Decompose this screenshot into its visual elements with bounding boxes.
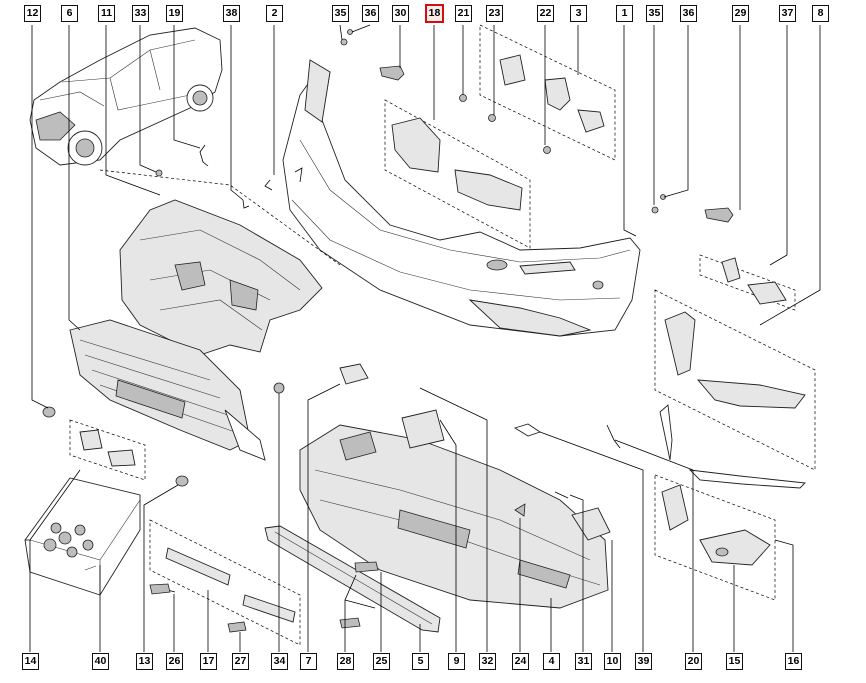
callout-3[interactable]: 3 — [570, 5, 587, 22]
engine-undertray — [299, 424, 609, 609]
callout-4[interactable]: 4 — [543, 653, 560, 670]
callout-8[interactable]: 8 — [812, 5, 829, 22]
callout-38[interactable]: 38 — [223, 5, 240, 22]
callout-36-top-left[interactable]: 36 — [362, 5, 379, 22]
callout-37[interactable]: 37 — [779, 5, 796, 22]
callout-28[interactable]: 28 — [337, 653, 354, 670]
callout-5[interactable]: 5 — [412, 653, 429, 670]
callout-7[interactable]: 7 — [300, 653, 317, 670]
bumper-side-brackets — [479, 24, 616, 161]
callout-27[interactable]: 27 — [232, 653, 249, 670]
right-side-trims — [513, 254, 816, 601]
callout-40[interactable]: 40 — [92, 653, 109, 670]
callout-11[interactable]: 11 — [98, 5, 115, 22]
callout-32[interactable]: 32 — [479, 653, 496, 670]
callout-1[interactable]: 1 — [616, 5, 633, 22]
callout-21[interactable]: 21 — [455, 5, 472, 22]
callout-12[interactable]: 12 — [24, 5, 41, 22]
upper-cross-member — [99, 169, 341, 356]
callout-30[interactable]: 30 — [392, 5, 409, 22]
callout-29[interactable]: 29 — [732, 5, 749, 22]
callout-36-top-right[interactable]: 36 — [680, 5, 697, 22]
vehicle-thumbnail — [29, 27, 223, 166]
bumper-absorber-set — [384, 99, 531, 249]
callout-18-highlighted[interactable]: 18 — [425, 4, 444, 23]
callout-35-top-left[interactable]: 35 — [332, 5, 349, 22]
callout-15[interactable]: 15 — [726, 653, 743, 670]
front-grille — [69, 319, 266, 461]
callout-22[interactable]: 22 — [537, 5, 554, 22]
callout-39[interactable]: 39 — [635, 653, 652, 670]
grille-mount-brackets — [69, 419, 146, 481]
callout-2[interactable]: 2 — [266, 5, 283, 22]
callout-19[interactable]: 19 — [166, 5, 183, 22]
callout-25[interactable]: 25 — [373, 653, 390, 670]
callout-6[interactable]: 6 — [61, 5, 78, 22]
callout-9[interactable]: 9 — [448, 653, 465, 670]
callout-16[interactable]: 16 — [785, 653, 802, 670]
front-bumper-cover — [282, 59, 641, 337]
lower-screws — [149, 561, 379, 633]
callout-17[interactable]: 17 — [200, 653, 217, 670]
callout-14[interactable]: 14 — [22, 653, 39, 670]
callout-26[interactable]: 26 — [166, 653, 183, 670]
lower-air-deflector — [264, 525, 441, 633]
left-small-fasteners — [42, 144, 369, 487]
fastener-kit-box — [24, 477, 141, 596]
callout-20[interactable]: 20 — [685, 653, 702, 670]
lower-trim-strips — [149, 519, 301, 646]
callout-34[interactable]: 34 — [271, 653, 288, 670]
callout-35-top-right[interactable]: 35 — [646, 5, 663, 22]
callout-33[interactable]: 33 — [132, 5, 149, 22]
callout-23[interactable]: 23 — [486, 5, 503, 22]
callout-13[interactable]: 13 — [136, 653, 153, 670]
callout-31[interactable]: 31 — [575, 653, 592, 670]
callout-10[interactable]: 10 — [604, 653, 621, 670]
callout-24[interactable]: 24 — [512, 653, 529, 670]
leader-lines — [25, 24, 821, 652]
top-right-clips — [294, 29, 734, 223]
